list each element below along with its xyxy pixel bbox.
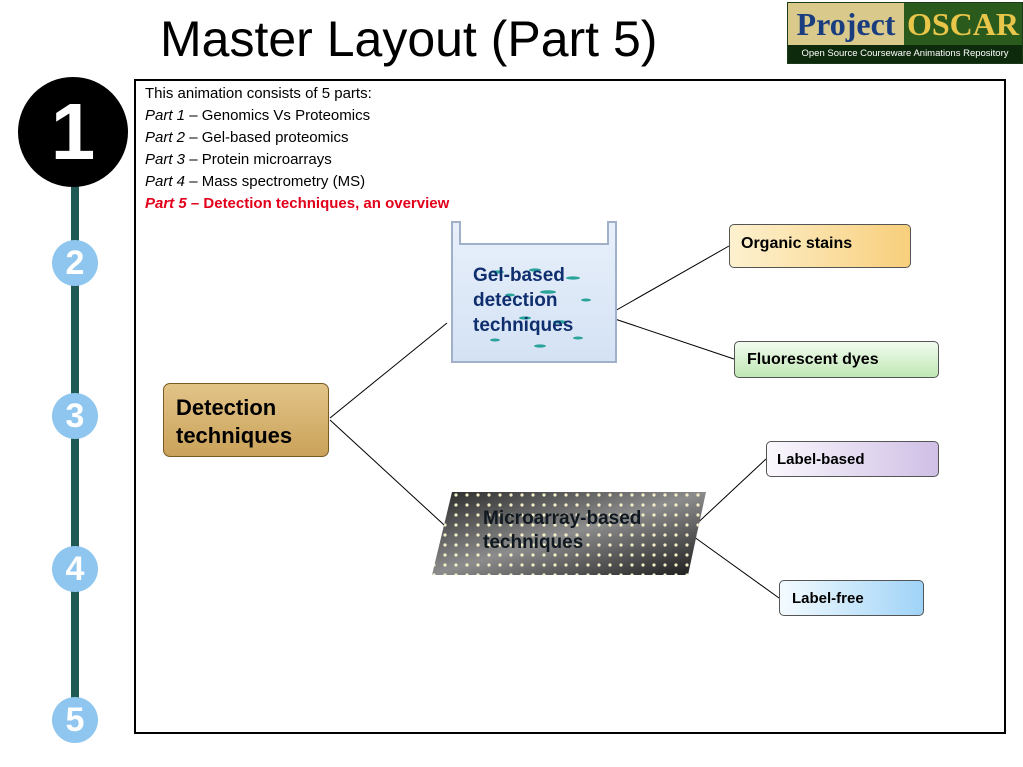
intro-text: This animation consists of 5 parts: Part…: [145, 83, 449, 215]
link-root-micro: [329, 419, 456, 536]
part-2-sep: –: [185, 129, 202, 146]
label-free-node: Label-free: [779, 580, 924, 616]
gel-label-line3: techniques: [473, 315, 574, 336]
root-label-line1: Detection: [176, 395, 277, 420]
part-3-text: Protein microarrays: [201, 151, 332, 168]
part-5-text: Detection techniques, an overview: [203, 195, 450, 212]
link-gel-organic: [605, 245, 730, 317]
logo-project-word: Project: [788, 3, 904, 45]
gel-label-line2: detection: [473, 290, 558, 311]
part-2-text: Gel-based proteomics: [201, 129, 349, 146]
microarray-node-label: Microarray-based techniques: [483, 507, 641, 555]
step-2-button[interactable]: 2: [52, 240, 98, 286]
part-4-sep: –: [185, 173, 202, 190]
part-1-sep: –: [185, 107, 202, 124]
link-micro-labelbased: [689, 458, 767, 531]
part-3-sep: –: [185, 151, 202, 168]
step-3-button[interactable]: 3: [52, 393, 98, 439]
organic-stains-node: Organic stains: [729, 224, 911, 268]
gel-illustration: [451, 221, 617, 363]
step-4-button[interactable]: 4: [52, 546, 98, 592]
part-1-label: Part 1: [145, 107, 186, 124]
link-root-gel: [329, 322, 448, 419]
step-5-button[interactable]: 5: [52, 697, 98, 743]
micro-label-line1: Microarray-based: [483, 508, 642, 529]
part-3-line: Part 3 – Protein microarrays: [145, 149, 449, 171]
micro-label-line2: techniques: [483, 532, 584, 553]
part-1-line: Part 1 – Genomics Vs Proteomics: [145, 105, 449, 127]
logo-wordmark: Project OSCAR: [788, 3, 1022, 45]
fluorescent-dyes-node: Fluorescent dyes: [734, 341, 939, 378]
part-5-label: Part 5: [145, 195, 187, 212]
link-gel-fluor: [605, 315, 735, 360]
part-4-label: Part 4: [145, 173, 186, 190]
detection-techniques-node: Detection techniques: [163, 383, 329, 457]
root-label-line2: techniques: [176, 423, 293, 448]
part-4-text: Mass spectrometry (MS): [201, 173, 366, 190]
part-2-line: Part 2 – Gel-based proteomics: [145, 127, 449, 149]
part-5-line: Part 5 – Detection techniques, an overvi…: [145, 193, 449, 215]
logo-oscar-word: OSCAR: [904, 3, 1022, 45]
part-2-label: Part 2: [145, 129, 186, 146]
intro-heading: This animation consists of 5 parts:: [145, 85, 372, 102]
project-oscar-logo: Project OSCAR Open Source Courseware Ani…: [787, 2, 1023, 64]
gel-label-line1: Gel-based: [473, 265, 565, 286]
page-title: Master Layout (Part 5): [160, 11, 658, 67]
part-1-text: Genomics Vs Proteomics: [201, 107, 371, 124]
part-4-line: Part 4 – Mass spectrometry (MS): [145, 171, 449, 193]
step-1-button[interactable]: 1: [18, 77, 128, 187]
part-3-label: Part 3: [145, 151, 186, 168]
link-micro-labelfree: [689, 533, 780, 599]
gel-based-node-label: Gel-based detection techniques: [473, 263, 573, 338]
logo-subtitle: Open Source Courseware Animations Reposi…: [788, 45, 1022, 63]
microarray-chip: [432, 492, 706, 575]
label-based-node: Label-based: [766, 441, 939, 477]
part-5-sep: –: [186, 195, 204, 212]
